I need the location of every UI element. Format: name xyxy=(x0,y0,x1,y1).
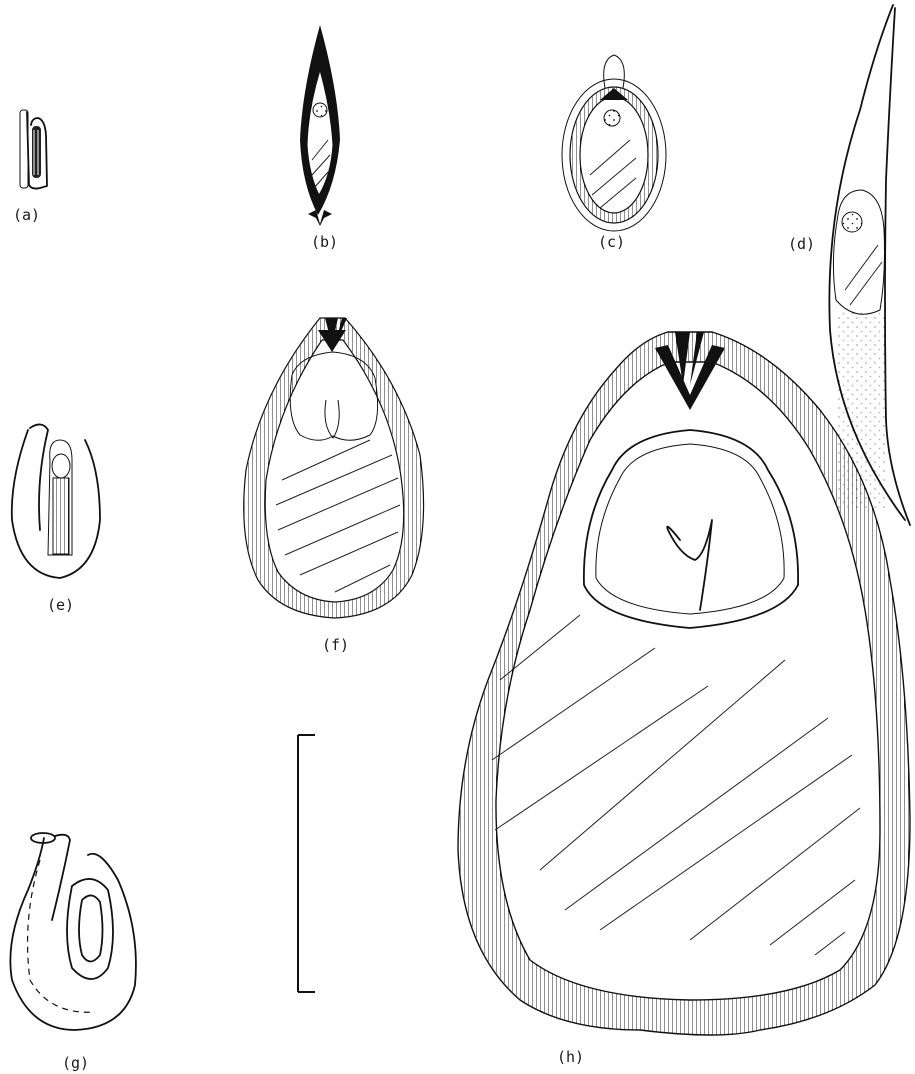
label-e: (e) xyxy=(47,596,74,614)
figure-a-ovule xyxy=(20,110,47,189)
label-h: (h) xyxy=(557,1048,584,1066)
figure-g-ovule xyxy=(10,833,136,1030)
label-f: (f) xyxy=(322,636,349,654)
label-g: (g) xyxy=(62,1054,89,1072)
label-b: (b) xyxy=(311,233,338,251)
scale-bar xyxy=(298,735,315,992)
label-d: (d) xyxy=(788,235,815,253)
figure-f-seed-section xyxy=(244,318,424,618)
label-c: (c) xyxy=(598,233,625,251)
figure-c-seed xyxy=(562,55,666,231)
figure-e-ovule xyxy=(12,424,100,578)
figure-b-seed xyxy=(300,25,340,226)
label-a: (a) xyxy=(13,206,40,224)
